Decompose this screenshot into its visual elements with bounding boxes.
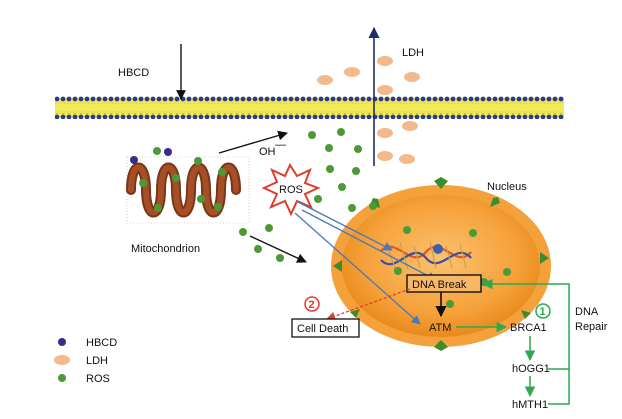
ros-particle	[214, 203, 222, 211]
ros-particle	[369, 202, 377, 210]
hbcd-molecule	[164, 148, 172, 156]
cell-death-box: Cell Death	[291, 318, 360, 338]
ros-particle	[172, 174, 180, 182]
ldh-molecule	[399, 154, 415, 164]
ros-particle	[354, 145, 362, 153]
oh-arrow	[218, 130, 288, 154]
ldh-molecule	[377, 151, 393, 161]
ros-particle	[194, 157, 202, 165]
hbcd-label: HBCD	[118, 67, 149, 79]
oh-label: OH	[259, 146, 276, 158]
ros-particle	[276, 254, 284, 262]
ros-particle	[154, 204, 162, 212]
dna-repair-label-line2: Repair	[575, 321, 608, 333]
hmth1-label: hMTH1	[512, 399, 548, 411]
ldh-molecule	[317, 75, 333, 85]
pathway-marker-1: 1	[535, 303, 551, 319]
ros-particle	[308, 131, 316, 139]
nucleus-label: Nucleus	[487, 181, 527, 193]
svg-text:2: 2	[309, 299, 315, 311]
ros-particle	[153, 147, 161, 155]
legend-hbcd-swatch	[58, 338, 66, 346]
ros-particle	[469, 229, 477, 237]
ros-burst-label: ROS	[279, 184, 303, 196]
nuclear-pore	[490, 197, 500, 207]
legend: HBCD LDH ROS	[54, 337, 117, 385]
legend-item-hbcd: HBCD	[58, 337, 117, 349]
cell-membrane	[55, 96, 564, 119]
legend-hbcd-label: HBCD	[86, 337, 117, 349]
ros-particle	[338, 183, 346, 191]
ros-particle	[314, 195, 322, 203]
nuclear-pore	[434, 177, 448, 189]
nuclear-pore	[350, 309, 360, 318]
ros-particle	[325, 144, 333, 152]
ros-particle	[239, 228, 247, 236]
ros-release-arrow	[249, 235, 307, 263]
ldh-molecule	[404, 72, 420, 82]
ros-particle	[197, 195, 205, 203]
dna-repair-loop	[481, 278, 570, 405]
ros-particle	[139, 179, 147, 187]
ros-particle	[337, 128, 345, 136]
legend-ros-swatch	[58, 374, 66, 382]
ros-particles	[139, 128, 511, 308]
ros-particle	[348, 204, 356, 212]
ros-particle	[446, 300, 454, 308]
ros-particle	[265, 224, 273, 232]
nuclear-pore	[521, 310, 531, 319]
oh-charge: —	[275, 139, 286, 151]
mitochondrion	[126, 156, 250, 224]
nuclear-pore	[540, 252, 549, 264]
ros-particle	[503, 268, 511, 276]
legend-ldh-swatch	[54, 355, 70, 365]
ros-to-dnabreak-arrow	[301, 209, 437, 281]
ldh-molecule	[377, 128, 393, 138]
nuclear-pore	[333, 260, 342, 272]
dna-helix	[380, 241, 472, 271]
legend-item-ldh: LDH	[54, 355, 108, 367]
dna-repair-label-line1: DNA	[575, 306, 599, 318]
ros-particle	[254, 245, 262, 253]
ldh-label: LDH	[402, 47, 424, 59]
mitochondrion-label: Mitochondrion	[131, 243, 200, 255]
ros-particle	[394, 267, 402, 275]
ros-particle	[326, 165, 334, 173]
nuclear-pores	[333, 177, 549, 351]
ros-particle	[352, 167, 360, 175]
nuclear-pore	[434, 340, 448, 351]
brca1-label: BRCA1	[510, 322, 547, 334]
legend-ros-label: ROS	[86, 373, 110, 385]
ros-to-dna-arrow	[297, 201, 393, 251]
nucleus	[331, 177, 551, 351]
atm-label: ATM	[429, 322, 451, 334]
hbcd-molecule	[130, 156, 138, 164]
dna-break-label: DNA Break	[412, 279, 467, 291]
cell-death-label: Cell Death	[297, 323, 348, 335]
hogg1-label: hOGG1	[512, 363, 550, 375]
ros-particle	[218, 168, 226, 176]
ros-particle	[403, 226, 411, 234]
ros-to-atm-arrow	[294, 212, 421, 325]
pathway-marker-2: 2	[304, 296, 320, 312]
svg-text:1: 1	[540, 306, 546, 318]
legend-ldh-label: LDH	[86, 355, 108, 367]
ldh-molecule	[377, 85, 393, 95]
dna-break-box: DNA Break	[406, 274, 482, 293]
ldh-molecule	[344, 67, 360, 77]
ros-burst: ROS	[261, 162, 321, 217]
legend-item-ros: ROS	[58, 373, 110, 385]
ldh-molecules	[317, 56, 420, 164]
ldh-molecule	[402, 121, 418, 131]
ldh-molecule	[377, 56, 393, 66]
